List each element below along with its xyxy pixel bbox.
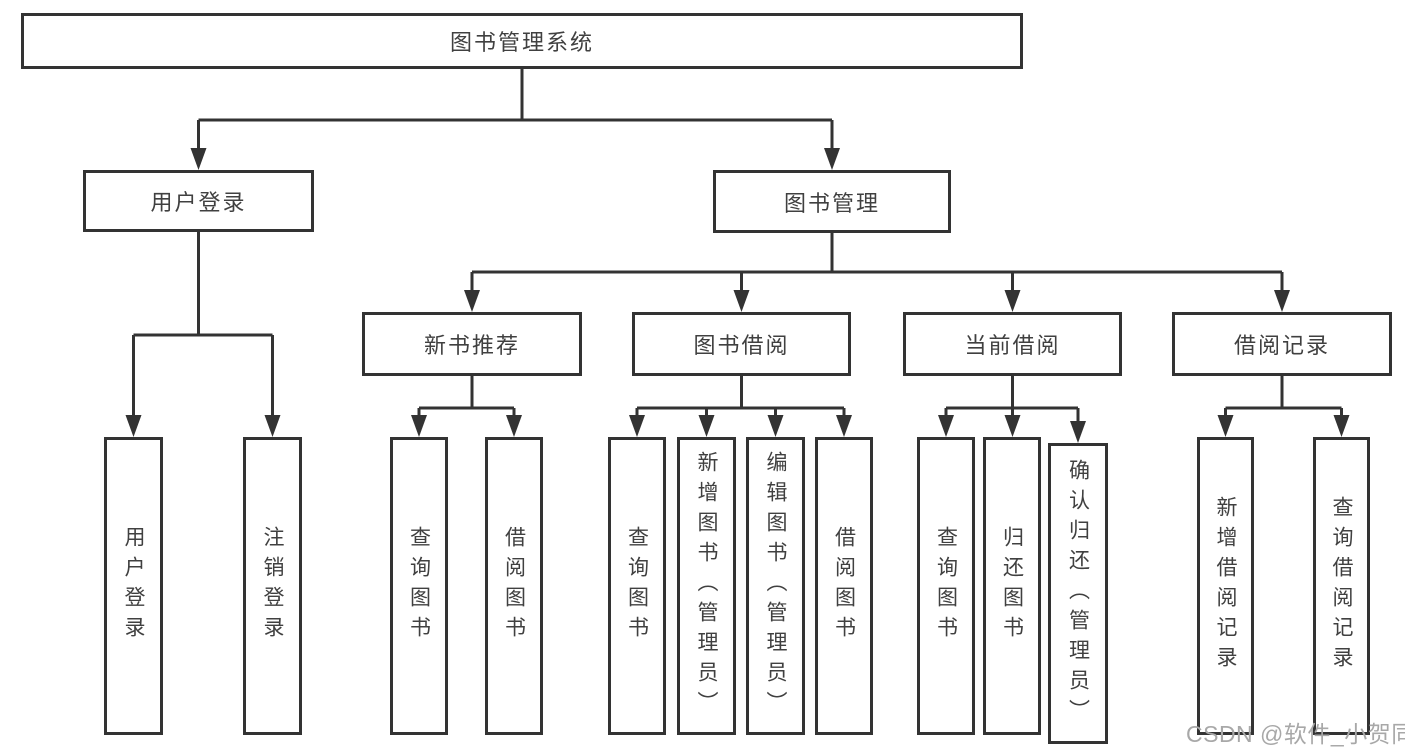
connector-newbookrec-to-leaves — [417, 376, 516, 420]
leaf-edit-book-label: 编辑图书（管理员） — [764, 451, 787, 721]
connector-root-to-level2 — [197, 69, 834, 152]
leaf-query-borrow-record-label: 查询借阅记录 — [1330, 496, 1353, 676]
leaf-query-book-borrow-label: 查询图书 — [625, 526, 649, 646]
leaf-borrow-book-rec: 借阅图书 — [485, 437, 543, 735]
arrowhead — [1217, 415, 1234, 437]
leaf-logout: 注销登录 — [243, 437, 302, 735]
leaf-confirm-return: 确认归还（管理员） — [1048, 443, 1108, 744]
node-root-label: 图书管理系统 — [449, 30, 594, 55]
node-book-borrow-label: 图书借阅 — [693, 333, 790, 358]
connector-userlogin-to-leaves — [132, 232, 274, 419]
arrowhead — [629, 415, 645, 437]
leaf-return-book-label: 归还图书 — [1000, 526, 1024, 646]
leaf-edit-book: 编辑图书（管理员） — [746, 437, 805, 735]
leaf-confirm-return-label: 确认归还（管理员） — [1066, 458, 1090, 729]
arrowhead — [264, 415, 281, 437]
connector-borrowrecord-to-leaves — [1224, 376, 1343, 420]
leaf-query-book-rec-label: 查询图书 — [407, 526, 431, 646]
node-current-borrow: 当前借阅 — [903, 312, 1122, 376]
leaf-borrow-book-borrow-label: 借阅图书 — [832, 526, 856, 646]
leaf-query-book-current: 查询图书 — [917, 437, 975, 735]
leaf-query-book-current-label: 查询图书 — [934, 526, 958, 646]
leaf-logout-label: 注销登录 — [261, 526, 284, 646]
arrowhead — [1333, 415, 1350, 437]
node-new-book-rec: 新书推荐 — [362, 312, 582, 376]
node-borrow-record-label: 借阅记录 — [1233, 333, 1330, 358]
arrowhead — [190, 148, 207, 170]
leaf-add-borrow-record-label: 新增借阅记录 — [1214, 496, 1237, 676]
node-book-mgmt-label: 图书管理 — [783, 190, 880, 216]
arrowhead — [125, 415, 142, 437]
arrowhead — [824, 148, 840, 170]
node-new-book-rec-label: 新书推荐 — [423, 333, 520, 358]
node-root: 图书管理系统 — [21, 13, 1023, 69]
arrowhead — [411, 415, 427, 437]
connector-bookmgmt-to-level3 — [470, 233, 1284, 294]
arrowhead — [1274, 290, 1290, 312]
arrowhead — [836, 415, 852, 437]
arrowhead — [1004, 415, 1021, 437]
node-user-login: 用户登录 — [83, 170, 314, 232]
watermark: CSDN @软件_小贺同学 — [1186, 721, 1405, 747]
arrowhead — [464, 290, 480, 312]
leaf-user-login-label: 用户登录 — [122, 526, 145, 646]
arrowhead — [506, 415, 522, 437]
leaf-query-book-rec: 查询图书 — [390, 437, 448, 735]
arrowhead — [698, 415, 715, 437]
connector-currentborrow-to-leaves — [944, 376, 1080, 426]
node-borrow-record: 借阅记录 — [1172, 312, 1392, 376]
leaf-add-book-label: 新增图书（管理员） — [695, 451, 718, 721]
leaf-add-borrow-record: 新增借阅记录 — [1197, 437, 1254, 735]
leaf-user-login: 用户登录 — [104, 437, 163, 735]
arrowhead — [767, 415, 784, 437]
connector-bookborrow-to-leaves — [635, 376, 846, 420]
arrowhead — [733, 290, 750, 312]
leaf-add-book: 新增图书（管理员） — [677, 437, 736, 735]
arrowhead — [1070, 421, 1086, 443]
arrowhead — [1004, 290, 1021, 312]
node-user-login-label: 用户登录 — [150, 190, 247, 215]
leaf-borrow-book-borrow: 借阅图书 — [815, 437, 873, 735]
node-book-mgmt: 图书管理 — [713, 170, 951, 233]
node-current-borrow-label: 当前借阅 — [964, 333, 1061, 358]
leaf-query-book-borrow: 查询图书 — [608, 437, 666, 735]
leaf-return-book: 归还图书 — [983, 437, 1041, 735]
node-book-borrow: 图书借阅 — [632, 312, 851, 376]
leaf-query-borrow-record: 查询借阅记录 — [1313, 437, 1370, 735]
leaf-borrow-book-rec-label: 借阅图书 — [502, 526, 526, 646]
arrowhead — [938, 415, 954, 437]
